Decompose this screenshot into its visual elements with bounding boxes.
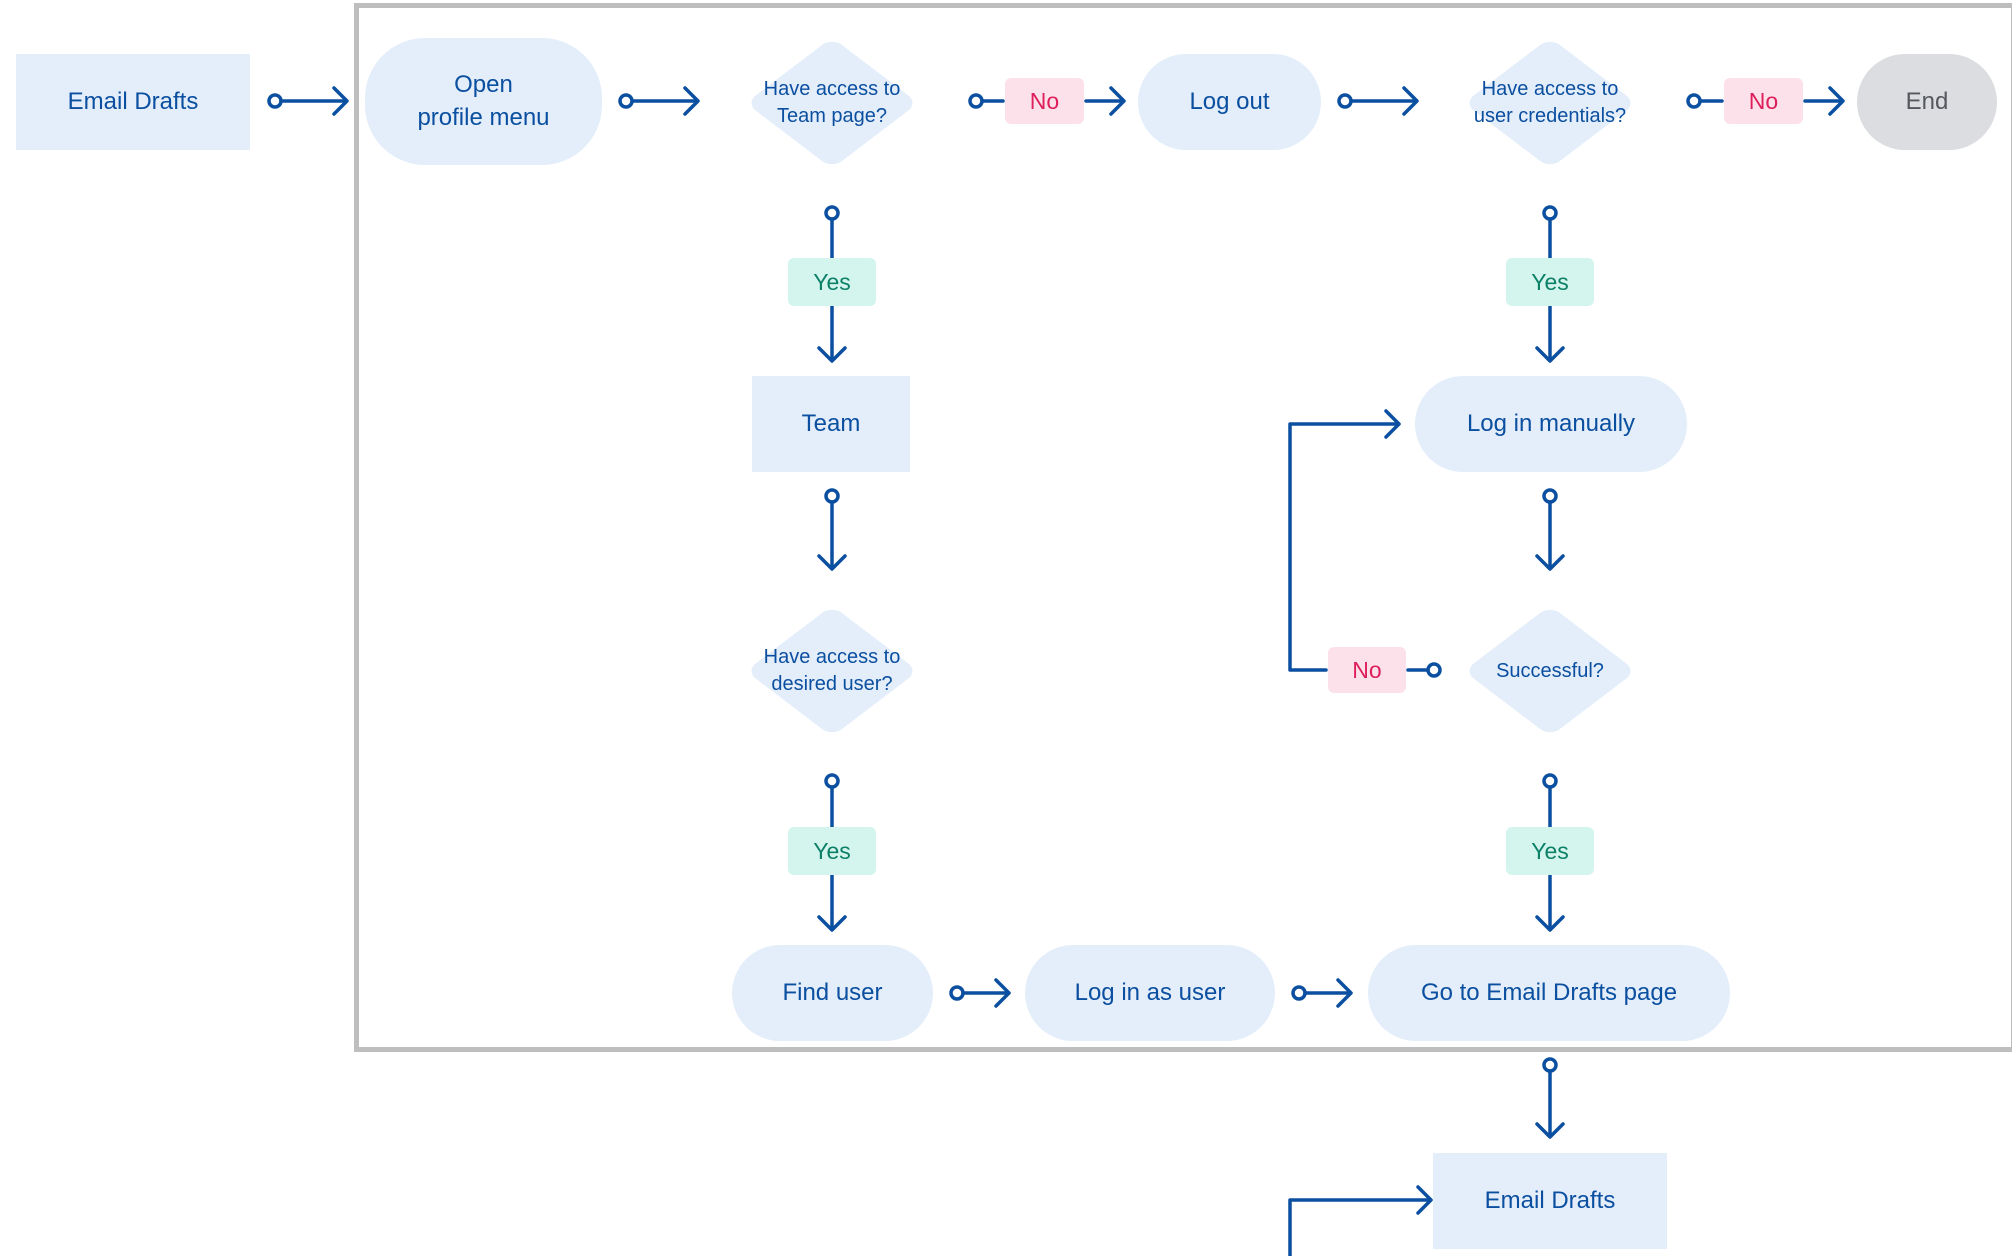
connector-success-check-yes xyxy=(1535,773,1565,932)
connector-start-to-profile xyxy=(267,86,349,116)
yes-label: Yes xyxy=(1506,258,1594,306)
successful-decision[interactable]: Successful? xyxy=(1460,586,1640,756)
no-label: No xyxy=(1328,647,1406,693)
log-out-node[interactable]: Log out xyxy=(1138,54,1321,150)
connector-profile-to-team-check xyxy=(618,86,700,116)
desired-user-access-decision[interactable]: Have access to desired user? xyxy=(716,586,948,756)
team-node[interactable]: Team xyxy=(752,376,910,472)
connector-find-to-login-as-user xyxy=(949,978,1011,1008)
user-credentials-access-decision[interactable]: Have access to user credentials? xyxy=(1434,18,1666,188)
open-profile-menu-node[interactable]: Open profile menu xyxy=(365,38,602,165)
connector-drafts-page-to-email-drafts xyxy=(1535,1057,1565,1139)
log-in-as-user-node[interactable]: Log in as user xyxy=(1025,945,1275,1041)
connector-user-check-yes xyxy=(817,773,847,932)
go-to-email-drafts-page-node[interactable]: Go to Email Drafts page xyxy=(1368,945,1730,1041)
no-label: No xyxy=(1005,78,1084,124)
yes-label: Yes xyxy=(788,258,876,306)
connector-login-as-user-to-drafts-page xyxy=(1291,978,1353,1008)
decision-label: Successful? xyxy=(1496,659,1604,682)
yes-label: Yes xyxy=(1506,827,1594,875)
find-user-node[interactable]: Find user xyxy=(732,945,933,1041)
decision-label: Have access to user credentials? xyxy=(1473,78,1627,127)
connector-credentials-check-yes xyxy=(1535,205,1565,363)
decision-label: Have access to desired user? xyxy=(763,646,901,695)
connector-team-check-no xyxy=(968,93,1005,109)
connector-success-check-no-loop xyxy=(1288,409,1442,678)
connector-credentials-check-no xyxy=(1686,93,1724,109)
yes-label: Yes xyxy=(788,827,876,875)
email-drafts-end-node[interactable]: Email Drafts xyxy=(1433,1153,1667,1249)
log-in-manually-node[interactable]: Log in manually xyxy=(1415,376,1687,472)
connector-logout-to-credentials-check xyxy=(1337,86,1419,116)
email-drafts-start-node[interactable]: Email Drafts xyxy=(16,54,250,150)
team-page-access-decision[interactable]: Have access to Team page? xyxy=(716,18,948,188)
end-node[interactable]: End xyxy=(1857,54,1997,150)
connector-no-to-end xyxy=(1803,86,1845,116)
connector-no-to-logout xyxy=(1084,86,1126,116)
decision-label: Have access to Team page? xyxy=(763,78,901,127)
connector-team-check-yes xyxy=(817,205,847,363)
connector-manual-login-to-success-check xyxy=(1535,488,1565,571)
connector-incoming-email-drafts xyxy=(1288,1185,1433,1256)
connector-team-to-user-check xyxy=(817,488,847,571)
no-label: No xyxy=(1724,78,1803,124)
